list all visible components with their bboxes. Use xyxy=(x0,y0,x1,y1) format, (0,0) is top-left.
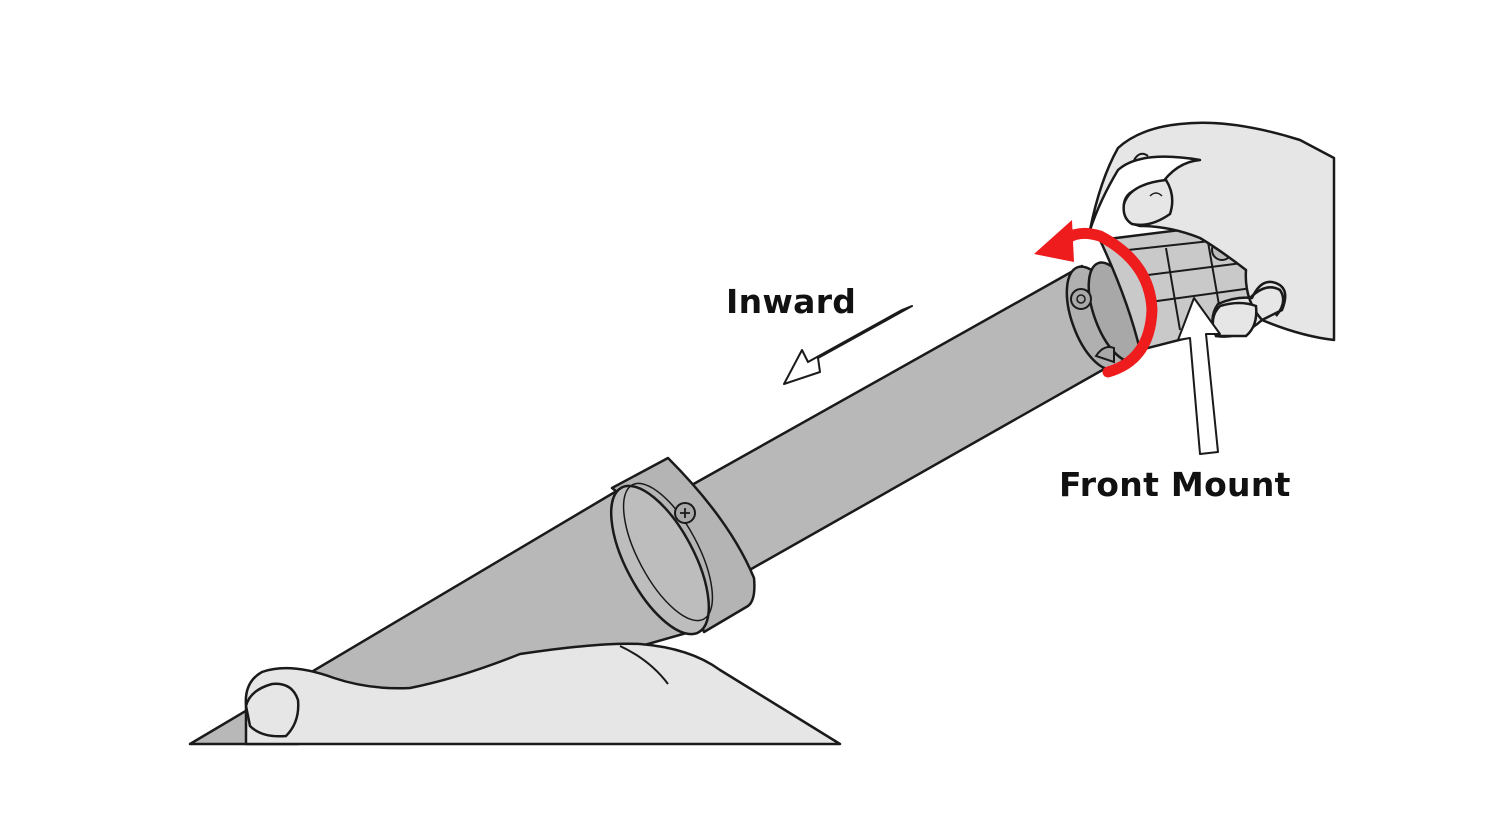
rotate-counterclockwise-arrow-icon xyxy=(1034,220,1158,378)
inward-arrow-icon xyxy=(783,305,913,385)
screw-icon xyxy=(674,502,696,524)
screw-icon xyxy=(1094,346,1115,364)
upper-hand xyxy=(1088,121,1336,342)
screw-icon xyxy=(1070,288,1092,310)
upper-pole-section xyxy=(688,261,1145,574)
front-mount-pointer-arrow-icon xyxy=(1177,297,1221,455)
lower-hand xyxy=(244,642,842,746)
front-mount-label: Front Mount xyxy=(1059,465,1291,504)
clamp-collar xyxy=(609,456,756,636)
inward-label: Inward xyxy=(726,282,857,321)
